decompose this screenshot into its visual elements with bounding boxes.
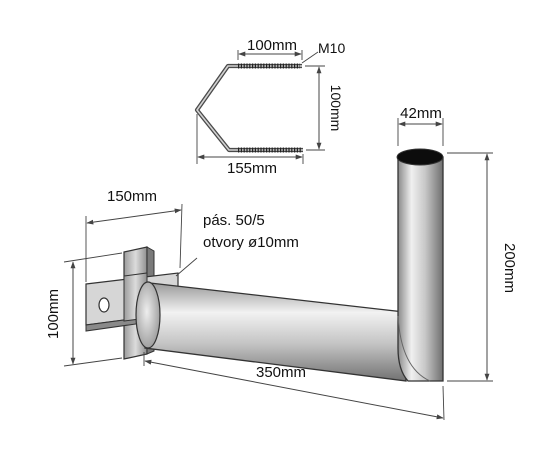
bolt-width-label: 100mm — [247, 37, 297, 54]
bolt-height-dimension: 100mm — [305, 65, 344, 151]
strap-hole — [98, 297, 110, 313]
vertical-pipe — [396, 148, 444, 382]
u-bolt-drawing — [194, 63, 303, 153]
u-bolt-body — [194, 63, 303, 153]
bolt-height-label: 100mm — [328, 85, 344, 132]
strap-note: pás. 50/5 otvory ø10mm — [175, 212, 299, 277]
arm-length-dimension: 350mm — [143, 352, 445, 421]
bolt-width-dimension: 100mm — [237, 37, 303, 60]
pipe-height-label: 200mm — [501, 243, 518, 293]
pipe-diameter-dimension: 42mm — [397, 105, 444, 146]
pipe-diameter-label: 42mm — [400, 105, 442, 122]
plate-height-label: 100mm — [45, 289, 62, 339]
plate-offset-label: 150mm — [107, 188, 157, 205]
bolt-thread-label: M10 — [318, 40, 345, 56]
strap-note-line2: otvory ø10mm — [203, 234, 299, 251]
plate-height-dimension: 100mm — [45, 252, 123, 367]
arm-length-label: 350mm — [256, 364, 306, 381]
plate-offset-dimension: 150mm — [85, 188, 183, 282]
pipe-height-dimension: 200mm — [447, 152, 518, 382]
strap-note-line1: pás. 50/5 — [203, 212, 265, 229]
bolt-overall-label: 155mm — [227, 160, 277, 177]
pipe-opening — [396, 148, 444, 166]
bolt-thread-callout: M10 — [301, 40, 345, 64]
bolt-overall-dimension: 155mm — [196, 114, 304, 177]
horizontal-arm — [135, 281, 407, 382]
